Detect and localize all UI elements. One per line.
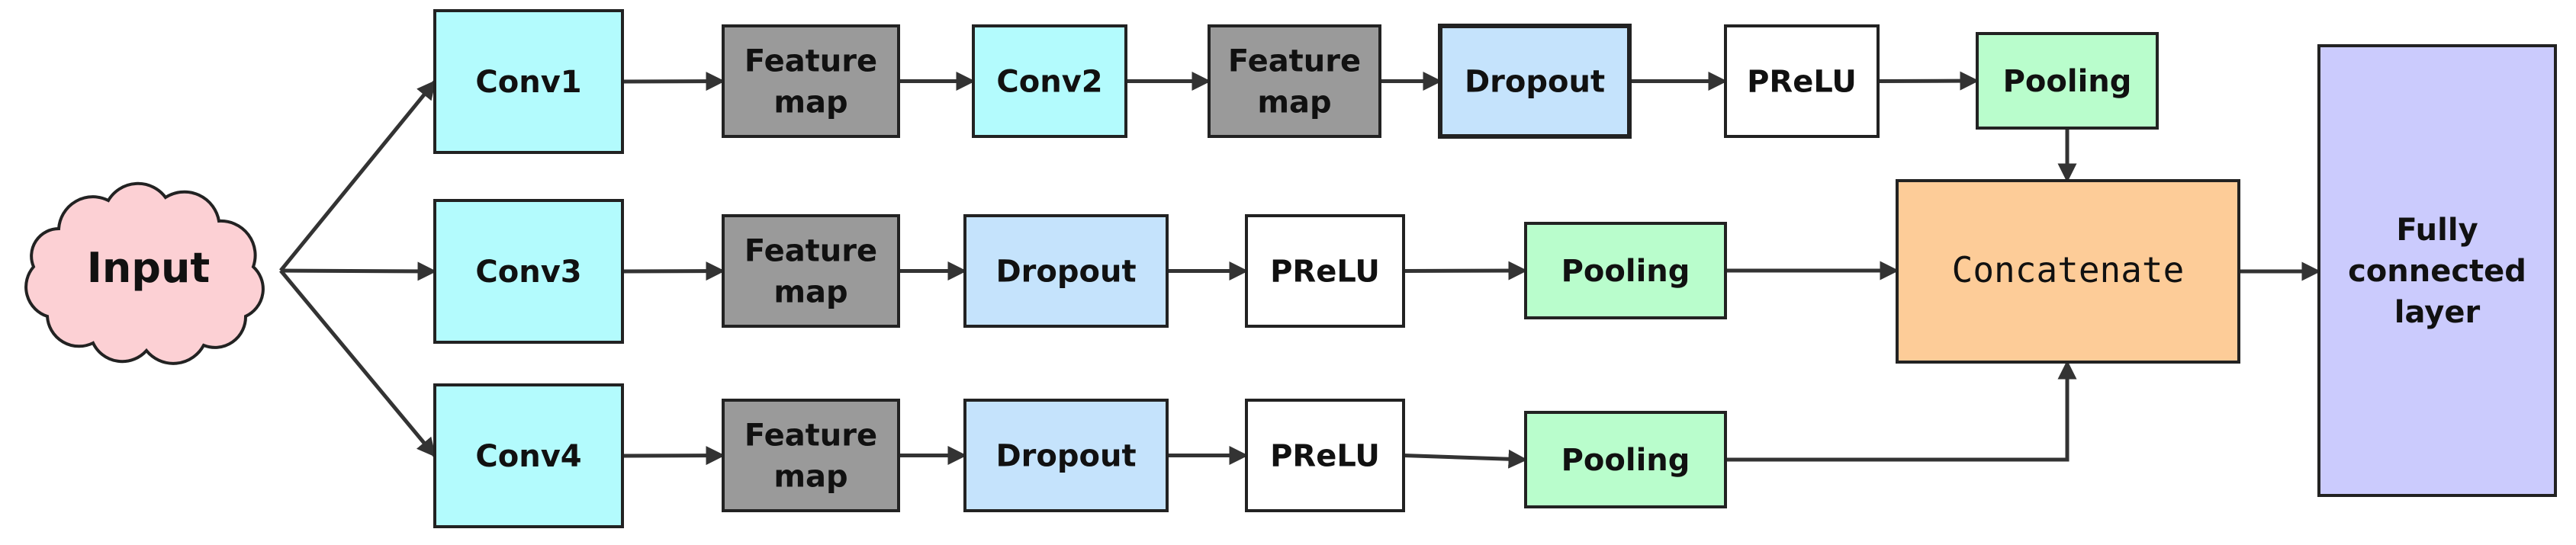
node-prelu3-label: PReLU xyxy=(1270,439,1380,474)
node-conv2-shape xyxy=(972,24,1127,138)
node-pool1-label: Pooling xyxy=(2003,64,2132,99)
node-concat-shape xyxy=(1896,179,2240,364)
node-fmap1-label-line: map xyxy=(773,85,847,120)
node-fmap1-label: Feature map xyxy=(744,44,877,120)
node-pool2: Pooling xyxy=(1524,222,1727,319)
node-prelu3: PReLU xyxy=(1245,399,1405,512)
node-conv4-shape xyxy=(433,383,624,528)
node-prelu3-shape xyxy=(1245,399,1405,512)
node-dropout2-shape xyxy=(963,214,1169,328)
edge-input-to-conv4 xyxy=(279,269,436,457)
node-conv4-label-line: Conv4 xyxy=(475,439,581,474)
node-prelu1: PReLU xyxy=(1724,24,1880,138)
node-fmap3-label-line: Feature xyxy=(744,234,877,269)
node-conv2-label: Conv2 xyxy=(996,65,1102,100)
node-fc-label-line: connected xyxy=(2348,254,2526,289)
node-fmap4-label: Feature map xyxy=(744,418,877,495)
node-conv4: Conv4 xyxy=(433,383,624,528)
node-fmap1: Feature map xyxy=(722,24,900,138)
node-dropout2-label: Dropout xyxy=(995,255,1136,290)
node-fmap2-label: Feature map xyxy=(1228,44,1361,120)
node-dropout1-shape xyxy=(1438,24,1632,139)
node-fc-label-line: Fully xyxy=(2396,213,2478,248)
node-conv2: Conv2 xyxy=(972,24,1127,138)
node-dropout1-label: Dropout xyxy=(1465,65,1605,100)
node-pool3-label: Pooling xyxy=(1561,443,1690,478)
node-conv3-label: Conv3 xyxy=(475,255,581,290)
node-fmap2-label-line: Feature xyxy=(1228,44,1361,79)
node-conv4-label: Conv4 xyxy=(475,439,581,474)
edge-prelu3-to-pool3 xyxy=(1403,449,1528,469)
node-prelu3-label-line: PReLU xyxy=(1270,439,1380,474)
node-dropout1: Dropout xyxy=(1438,24,1632,139)
node-prelu2-label-line: PReLU xyxy=(1270,255,1380,290)
node-conv2-label-line: Conv2 xyxy=(996,65,1102,100)
node-conv1-label: Conv1 xyxy=(475,65,581,100)
node-fmap3-shape xyxy=(722,214,900,328)
node-input-label-line: Input xyxy=(87,244,210,292)
node-prelu2: PReLU xyxy=(1245,214,1405,328)
edge-conv3-to-fmap3 xyxy=(622,261,725,281)
node-pool1: Pooling xyxy=(1976,32,2159,130)
node-fmap2: Feature map xyxy=(1208,24,1381,138)
edge-conv4-to-fmap4 xyxy=(622,446,725,466)
node-concat-label: Concatenate xyxy=(1952,249,2185,290)
node-conv1: Conv1 xyxy=(433,9,624,154)
node-fmap1-shape xyxy=(722,24,900,138)
node-input-label: Input xyxy=(87,244,210,292)
node-fmap1-label-line: Feature xyxy=(744,44,877,79)
node-prelu2-shape xyxy=(1245,214,1405,328)
node-conv3-label-line: Conv3 xyxy=(475,255,581,290)
node-fmap2-shape xyxy=(1208,24,1381,138)
node-fmap2-label-line: map xyxy=(1257,85,1331,120)
node-fc-label-line: layer xyxy=(2394,295,2481,330)
node-dropout2: Dropout xyxy=(963,214,1169,328)
node-prelu1-label: PReLU xyxy=(1747,65,1857,100)
node-fmap4-label-line: Feature xyxy=(744,418,877,454)
node-dropout3-label-line: Dropout xyxy=(995,439,1136,474)
node-input-shape xyxy=(24,181,265,365)
node-conv1-label-line: Conv1 xyxy=(475,65,581,100)
node-prelu1-shape xyxy=(1724,24,1880,138)
node-conv3-shape xyxy=(433,199,624,344)
node-pool3: Pooling xyxy=(1524,411,1727,508)
node-fmap3-label: Feature map xyxy=(744,234,877,310)
node-fmap4: Feature map xyxy=(722,399,900,512)
node-fmap3: Feature map xyxy=(722,214,900,328)
node-dropout3-shape xyxy=(963,399,1169,512)
node-dropout3: Dropout xyxy=(963,399,1169,512)
node-conv3: Conv3 xyxy=(433,199,624,344)
node-fmap3-label-line: map xyxy=(773,275,847,310)
edge-pool3-to-concat xyxy=(1725,360,2077,462)
node-pool1-shape xyxy=(1976,32,2159,130)
node-prelu2-label: PReLU xyxy=(1270,255,1380,290)
node-pool3-shape xyxy=(1524,411,1727,508)
node-fc-shape xyxy=(2317,44,2557,497)
node-dropout3-label: Dropout xyxy=(995,439,1136,474)
node-concat: Concatenate xyxy=(1896,179,2240,364)
edge-prelu1-to-pool1 xyxy=(1877,71,1979,91)
node-prelu1-label-line: PReLU xyxy=(1747,65,1857,100)
node-fmap4-label-line: map xyxy=(773,460,847,495)
node-conv1-shape xyxy=(433,9,624,154)
node-fc-label: Fully connected layer xyxy=(2348,213,2526,330)
node-pool1-label-line: Pooling xyxy=(2003,64,2132,99)
node-concat-label-line: Concatenate xyxy=(1952,249,2185,290)
node-pool3-label-line: Pooling xyxy=(1561,443,1690,478)
edge-input-to-conv1 xyxy=(279,80,436,272)
node-pool2-shape xyxy=(1524,222,1727,319)
edges-layer xyxy=(279,71,2321,469)
node-dropout2-label-line: Dropout xyxy=(995,255,1136,290)
node-dropout1-label-line: Dropout xyxy=(1465,65,1605,100)
node-fmap4-shape xyxy=(722,399,900,512)
node-fc: Fully connected layer xyxy=(2317,44,2557,497)
node-input: Input xyxy=(24,181,265,365)
node-pool2-label-line: Pooling xyxy=(1561,254,1690,289)
node-pool2-label: Pooling xyxy=(1561,254,1690,289)
